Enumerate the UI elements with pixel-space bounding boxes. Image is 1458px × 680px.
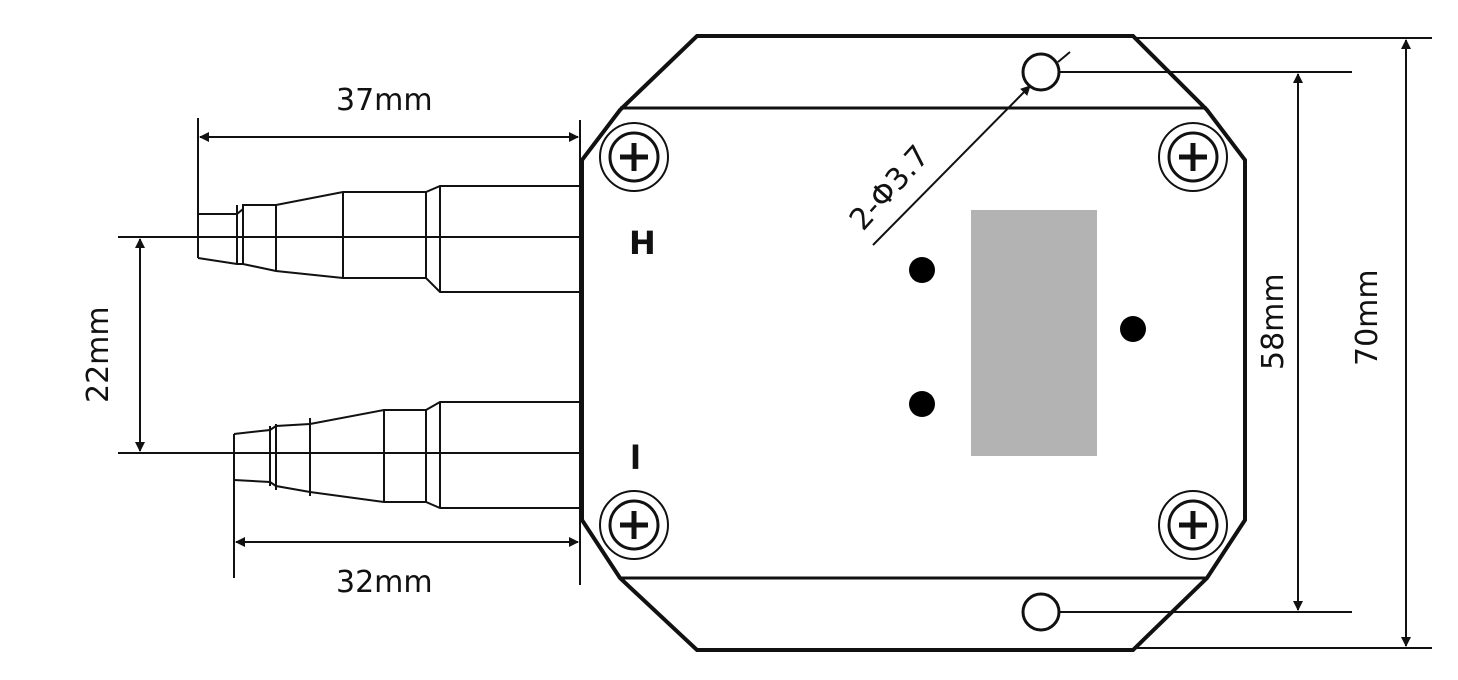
- dim-label-22mm: 22mm: [81, 306, 116, 403]
- screw-icon: [599, 122, 669, 192]
- mount-hole-bottom: [1021, 592, 1061, 632]
- port-label-low: l: [630, 439, 641, 477]
- barb-fitting-h: [197, 185, 582, 293]
- dim-label-70mm: 70mm: [1350, 269, 1385, 366]
- display-window: [971, 210, 1097, 456]
- dim-label-32mm: 32mm: [336, 565, 433, 600]
- screw-icon: [1158, 122, 1228, 192]
- dim-label-58mm: 58mm: [1256, 273, 1291, 370]
- mount-hole-leader-tick: [1057, 51, 1071, 63]
- dim-label-mount-hole: 2-Φ3.7: [843, 139, 937, 238]
- dim-label-37mm: 37mm: [336, 83, 433, 118]
- indicator-dot: [909, 257, 935, 283]
- screw-icon: [599, 490, 669, 560]
- housing-outline: [580, 34, 1247, 652]
- mount-hole-top: [1021, 52, 1061, 92]
- indicator-dot: [909, 391, 935, 417]
- screw-icon: [1158, 490, 1228, 560]
- barb-fitting-l: [233, 401, 582, 509]
- indicator-dot: [1120, 316, 1146, 342]
- mount-hole-leader: [872, 85, 1031, 246]
- port-label-high: H: [629, 224, 656, 262]
